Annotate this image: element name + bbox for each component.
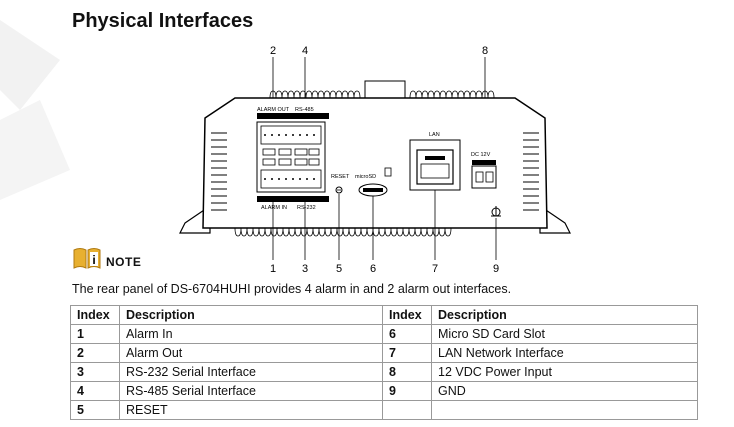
cell-index: 1 [70,324,120,344]
table-row: 3 RS-232 Serial Interface 8 12 VDC Power… [70,362,698,382]
label-rs485: RS-485 [295,107,314,113]
header-index-1: Index [70,305,120,325]
note-text: The rear panel of DS-6704HUHI provides 4… [72,282,512,296]
label-dc: DC 12V [471,152,491,158]
callout-4: 4 [302,45,308,57]
callout-3: 3 [302,263,308,275]
cell-index: 3 [70,362,120,382]
callout-5: 5 [336,263,342,275]
label-rs232: RS-232 [297,205,316,211]
cell-index: 5 [70,400,120,420]
page-title: Physical Interfaces [72,10,254,32]
table-row: 4 RS-485 Serial Interface 9 GND [70,381,698,401]
cell-index: 6 [382,324,432,344]
reset-button [335,186,343,194]
table-header-row: Index Description Index Description [70,305,698,325]
note-label: NOTE [106,255,142,269]
cell-description: Alarm Out [119,343,383,363]
callout-7: 7 [432,263,438,275]
cell-index [382,400,432,420]
cell-description: RS-485 Serial Interface [119,381,383,401]
table-row: 5 RESET [70,400,698,420]
callout-9: 9 [493,263,499,275]
header-description-2: Description [431,305,698,325]
cell-description: 12 VDC Power Input [431,362,698,382]
cell-index: 7 [382,343,432,363]
cell-index: 2 [70,343,120,363]
cell-index: 9 [382,381,432,401]
cell-description: RS-232 Serial Interface [119,362,383,382]
header-index-2: Index [382,305,432,325]
table-row: 2 Alarm Out 7 LAN Network Interface [70,343,698,363]
label-microsd: microSD [355,174,376,180]
cell-description: Alarm In [119,324,383,344]
label-alarm-in: ALARM IN [261,205,287,211]
cell-description: LAN Network Interface [431,343,698,363]
rear-panel-diagram: 2 4 8 ALARM OUT RS-485 [179,45,571,275]
cell-description: RESET [119,400,383,420]
table-row: 1 Alarm In 6 Micro SD Card Slot [70,324,698,344]
svg-text:i: i [92,253,95,267]
interface-index-table: Index Description Index Description 1 Al… [70,305,698,420]
background-watermark [0,20,70,200]
cell-description: GND [431,381,698,401]
cell-index: 8 [382,362,432,382]
note-row: i NOTE [72,246,141,270]
note-icon: i [73,248,101,269]
callout-6: 6 [370,263,376,275]
callout-1: 1 [270,263,276,275]
callout-2: 2 [270,45,276,57]
ground-icon [491,206,501,217]
header-description-1: Description [119,305,383,325]
label-reset: RESET [331,174,350,180]
cell-description [431,400,698,420]
cell-description: Micro SD Card Slot [431,324,698,344]
callout-8: 8 [482,45,488,57]
label-lan: LAN [429,132,440,138]
label-alarm-out: ALARM OUT [257,107,290,113]
cell-index: 4 [70,381,120,401]
